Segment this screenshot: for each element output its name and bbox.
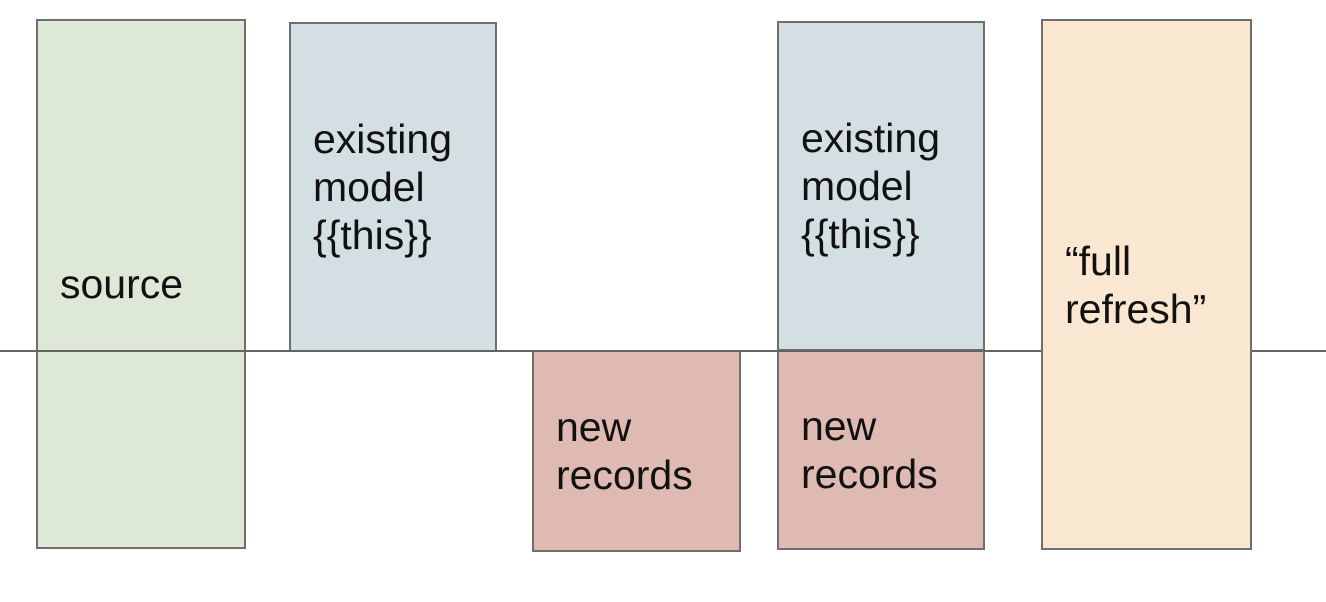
existing-model-box-2-label: existing model {{this}} bbox=[801, 115, 941, 257]
new-records-box-2: new records bbox=[777, 350, 985, 550]
existing-model-box-1-label: existing model {{this}} bbox=[313, 116, 453, 258]
source-box-label: source bbox=[60, 261, 184, 307]
full-refresh-box-label: “full refresh” bbox=[1065, 237, 1207, 332]
existing-model-box-2: existing model {{this}} bbox=[777, 21, 985, 351]
new-records-box-2-label: new records bbox=[801, 403, 938, 497]
full-refresh-box: “full refresh” bbox=[1041, 19, 1252, 550]
new-records-box-1: new records bbox=[532, 350, 741, 552]
incremental-boundary-line bbox=[0, 350, 1326, 352]
source-box: source bbox=[36, 19, 246, 549]
existing-model-box-1: existing model {{this}} bbox=[289, 22, 497, 352]
new-records-box-1-label: new records bbox=[556, 404, 693, 498]
